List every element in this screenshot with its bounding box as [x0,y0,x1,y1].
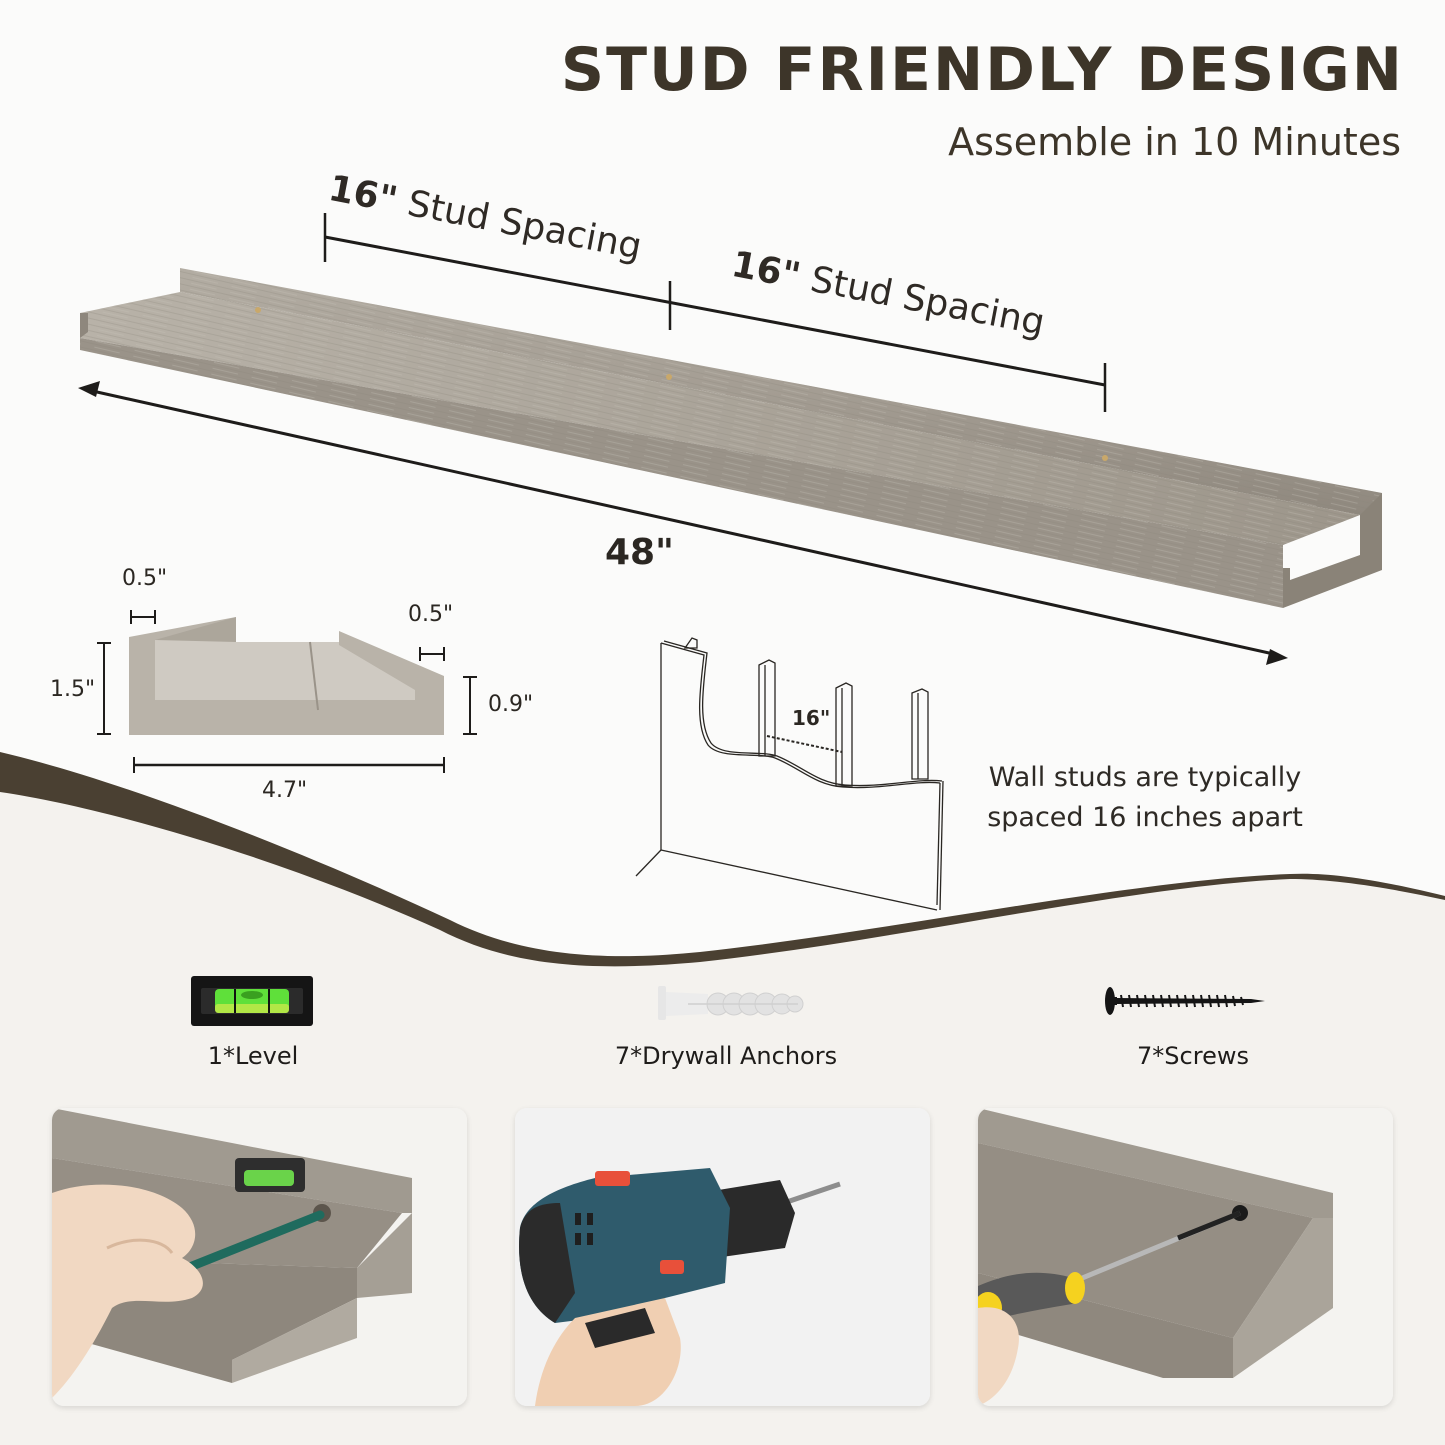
step-photo-mark-holes [52,1108,467,1406]
back-lip-width-label: 0.5" [122,566,168,591]
step-photo-screw [978,1108,1393,1406]
stud-note: Wall studs are typically spaced 16 inche… [960,758,1330,838]
depth-label: 4.7" [262,778,308,803]
accessory-screws-label: 7*Screws [1137,1042,1249,1070]
page-title: STUD FRIENDLY DESIGN [560,35,1404,105]
page-subtitle: Assemble in 10 Minutes [948,120,1401,164]
level-icon [191,976,313,1026]
back-height-label: 1.5" [50,677,96,702]
front-height-label: 0.9" [488,692,534,717]
drywall-anchor-icon [658,986,804,1020]
screw-shelf-photo [978,1108,1393,1406]
mark-holes-with-level-photo [52,1108,467,1406]
drill-wall-photo [515,1108,930,1406]
step-photo-drill [515,1108,930,1406]
accessory-screws [1105,985,1267,1017]
accessory-anchors [658,982,804,1026]
screw-icon [1105,987,1265,1015]
accessory-level-label: 1*Level [207,1042,299,1070]
stud-spacing-diagram-label: 16" [792,706,831,730]
shelf-length-label: 48" [605,532,674,573]
stud-note-line-1: Wall studs are typically [988,762,1302,793]
stud-note-line-2: spaced 16 inches apart [987,802,1303,833]
accessory-anchors-label: 7*Drywall Anchors [614,1042,838,1070]
front-lip-width-label: 0.5" [408,602,454,627]
accessory-level [191,976,313,1026]
